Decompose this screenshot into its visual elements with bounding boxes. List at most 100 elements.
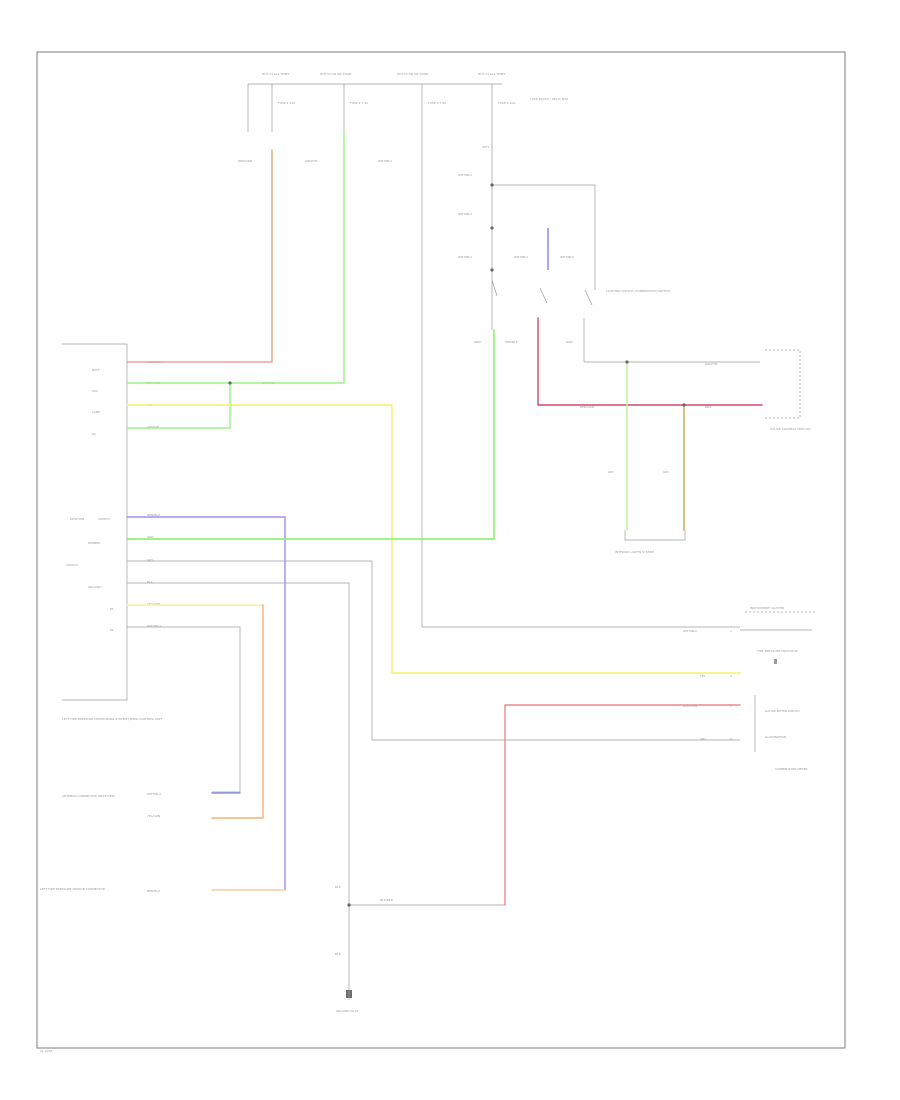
wire-ic-feed <box>421 132 740 628</box>
switch-wire-5: WHT/BLU <box>560 255 574 259</box>
ground-circuit: BLK/RED BLK BLK GROUND G102 <box>335 885 394 1013</box>
wire-ign-green <box>126 131 345 384</box>
wire-p1: BRN/BLU <box>147 513 160 517</box>
junction-dot <box>228 381 232 385</box>
switch-name: LIGHTING SWITCH (COMBINATION SWITCH) <box>606 289 671 293</box>
pin-lamp: LAMP <box>92 410 100 414</box>
wire-p2-green <box>126 329 495 540</box>
ground-label-1: BLK <box>335 885 342 889</box>
switch-contact-2 <box>539 287 548 304</box>
fuse-4-label: HOT AT ALL TIMES <box>478 72 506 76</box>
wire-p5-orange <box>211 604 264 819</box>
gauge-wire-3: GRY <box>608 470 614 474</box>
control-unit-box <box>62 343 128 701</box>
pin-ign: IGN <box>92 389 97 393</box>
fuse-block-name: FUSE BLOCK / RELAY BOX <box>530 97 568 101</box>
wire-ill-green <box>126 382 231 429</box>
pin-dimmer: DIMMER <box>88 541 100 545</box>
junction-dot <box>490 183 494 187</box>
fuse-3-label: HOT IN ON OR START <box>397 72 429 76</box>
pin-batt: BATT <box>92 368 100 372</box>
switch-out-3: GRN <box>566 340 573 344</box>
ground-name: GROUND G102 <box>336 1009 359 1013</box>
gauge-module-name: GAUGE CONTROL MODULE <box>770 427 810 431</box>
tpms-lamp-icon <box>774 659 777 664</box>
fuse-2-label: HOT IN ON OR START <box>320 72 352 76</box>
ic-wire-2: YEL <box>700 674 706 678</box>
tpms-control-unit: BATT IGN LAMP ILL POSITION SWITCH DIMMER… <box>62 343 275 721</box>
pin-dimmer-2: SWITCH <box>66 563 78 567</box>
pin-p1: P1 <box>110 607 114 611</box>
wire-label-top-3: WHT/BLU <box>378 159 392 163</box>
switch-contact-3 <box>584 289 593 306</box>
gauge-module-box <box>765 349 801 419</box>
ic-pin-3: 3 <box>730 704 732 708</box>
ground-label-2: BLK <box>335 952 342 956</box>
ic-name: INSTRUMENT CLUSTER <box>750 606 784 610</box>
tpms-indicator: TIRE PRESSURE INDICATOR <box>756 649 798 653</box>
fuse-block: HOT AT ALL TIMES HOT IN ON OR START HOT … <box>238 72 568 163</box>
switch-out-1: GRN <box>474 340 481 344</box>
ic-label-1: GAUGE METER CIRCUIT <box>765 709 800 713</box>
ic-wire-1: WHT/BLU <box>683 629 697 633</box>
wire-label-top-1: RED/GRN <box>238 159 252 163</box>
wire-p2-gray <box>127 626 241 793</box>
wire-label-top-2: GRN/YEL <box>305 159 318 163</box>
diagram-frame <box>36 51 846 1049</box>
wire-black-ground <box>127 582 350 1000</box>
pin-ill: ILL <box>92 432 97 436</box>
pin-ground: GROUND <box>88 585 102 589</box>
switch-wire-4: WHT/BLU <box>514 255 528 259</box>
wire-ic-red <box>504 704 741 906</box>
interior-lights-bracket <box>624 530 686 541</box>
antenna-connector-name: ANTENNA CONNECTOR (RECEIVER) <box>62 794 115 798</box>
junction-dot <box>682 403 686 407</box>
gauge-wire-4: GRY <box>663 470 669 474</box>
ic-wire-4: GRY <box>700 737 706 741</box>
fuse-4-value: FUSE 4 10A <box>498 101 516 105</box>
fuse-3-value: FUSE 3 7.5A <box>428 101 447 105</box>
pin-position-2: SWITCH <box>98 517 110 521</box>
gauge-wire-2: RED/GRN <box>580 405 594 409</box>
fuse-1-value: FUSE 1 10A <box>278 101 296 105</box>
wire-switch-red <box>537 317 763 406</box>
switch-out-2: PNK/BLK <box>505 340 519 344</box>
ground-wire-label: BLK/RED <box>380 898 394 902</box>
switch-wire-2: WHT/BLU <box>458 212 472 216</box>
wire-p2: GRN <box>147 535 154 539</box>
ic-pin-1: 1 <box>730 629 732 633</box>
ic-label-2: ILLUMINATION <box>765 735 786 739</box>
wire-p6: WHT/BLU <box>147 624 161 628</box>
pin-p2: P2 <box>110 628 114 632</box>
lighting-switch: WHT/BLU WHT/BLU WHT/BLU WHT/BLU WHT/BLU … <box>458 132 671 362</box>
wire-p3: GRY <box>147 558 153 562</box>
gauge-wire-1: GRN/YEL <box>705 362 718 366</box>
control-unit-name: LEFT TIRE PRESSURE MONITORING SYSTEM (TP… <box>62 717 162 721</box>
wire-p5: YEL/GRN <box>147 602 160 606</box>
gauge-control-module: GRN/YEL RED/GRN BRN GAUGE CONTROL MODULE… <box>580 349 810 554</box>
wire-label-top-4: WHT <box>482 145 489 149</box>
ic-pin-4: 4 <box>730 737 732 741</box>
sensor-connector: LEFT TIRE PRESSURE SENSOR CONNECTOR BRN/… <box>40 887 160 893</box>
pin-position: POSITION <box>70 517 84 521</box>
junction-dot <box>490 268 494 272</box>
ic-wire-3: RED/GRN <box>683 704 697 708</box>
antenna-wire-2: YEL/GRN <box>147 814 160 818</box>
switch-wire-1: WHT/BLU <box>458 173 472 177</box>
antenna-wire-1: WHT/BLU <box>147 792 161 796</box>
switch-frame <box>492 184 596 290</box>
interior-lights-name: INTERIOR LIGHTS SYSTEM <box>615 550 654 554</box>
footer-code: 01-2005 <box>40 1049 53 1053</box>
junction-dot <box>490 226 494 230</box>
wire-p1-purple <box>126 516 286 891</box>
fuse-2-value: FUSE 2 7.5A <box>350 101 369 105</box>
sensor-wire-1: BRN/BLU <box>147 889 160 893</box>
antenna-connector: ANTENNA CONNECTOR (RECEIVER) WHT/BLU YEL… <box>62 792 161 818</box>
fuse-1-label: HOT AT ALL TIMES <box>262 72 290 76</box>
gauge-wire-2b: BRN <box>705 405 711 409</box>
wire-ill: GRN/YEL <box>147 425 160 429</box>
junction-dot <box>347 903 351 907</box>
wire-gray-cluster <box>127 560 740 741</box>
ic-note: COMBINATION METER <box>775 767 808 771</box>
